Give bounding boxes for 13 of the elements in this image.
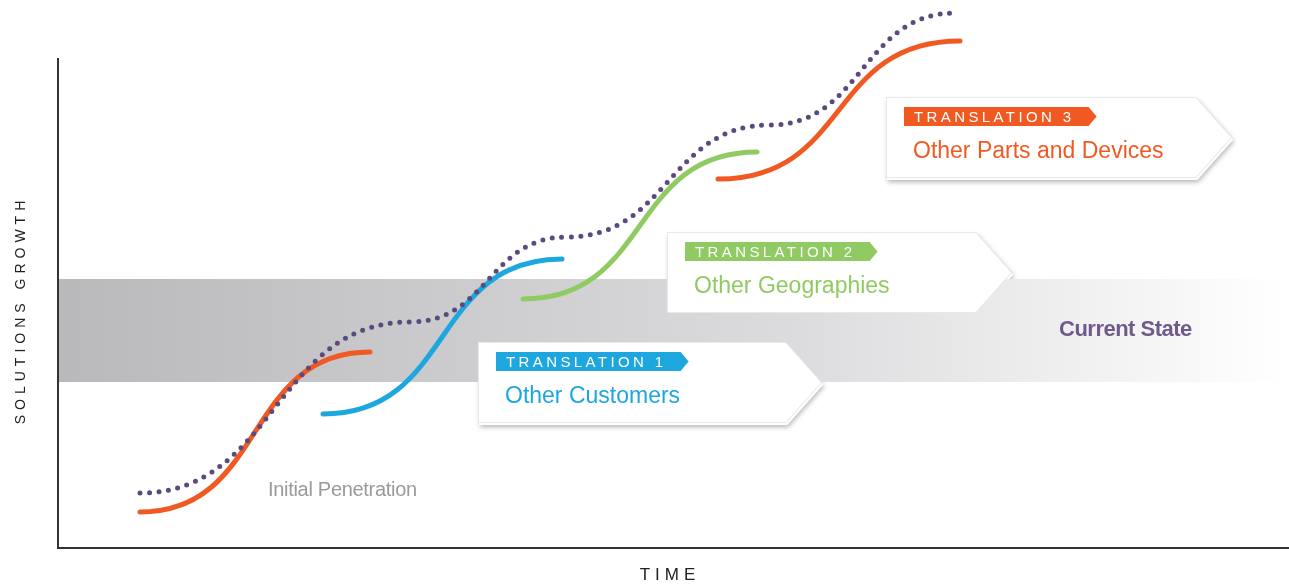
stage-label: Initial Penetration [268, 478, 417, 501]
translation-tag: TRANSLATION 3 [904, 107, 1097, 126]
translation-tag: TRANSLATION 1 [496, 352, 689, 371]
band-label: Current State [1059, 316, 1192, 342]
callout-title: Other Customers [505, 382, 681, 409]
axis-title: TIME [639, 565, 701, 584]
callout-title: Other Geographies [694, 272, 890, 299]
callout-arrow [667, 232, 1012, 313]
callout-arrow [478, 342, 822, 423]
translation-tag: TRANSLATION 2 [685, 242, 878, 261]
callout-title: Other Parts and Devices [913, 137, 1164, 164]
callout-arrow [886, 97, 1232, 178]
axis-title: SOLUTIONS GROWTH [12, 195, 28, 425]
